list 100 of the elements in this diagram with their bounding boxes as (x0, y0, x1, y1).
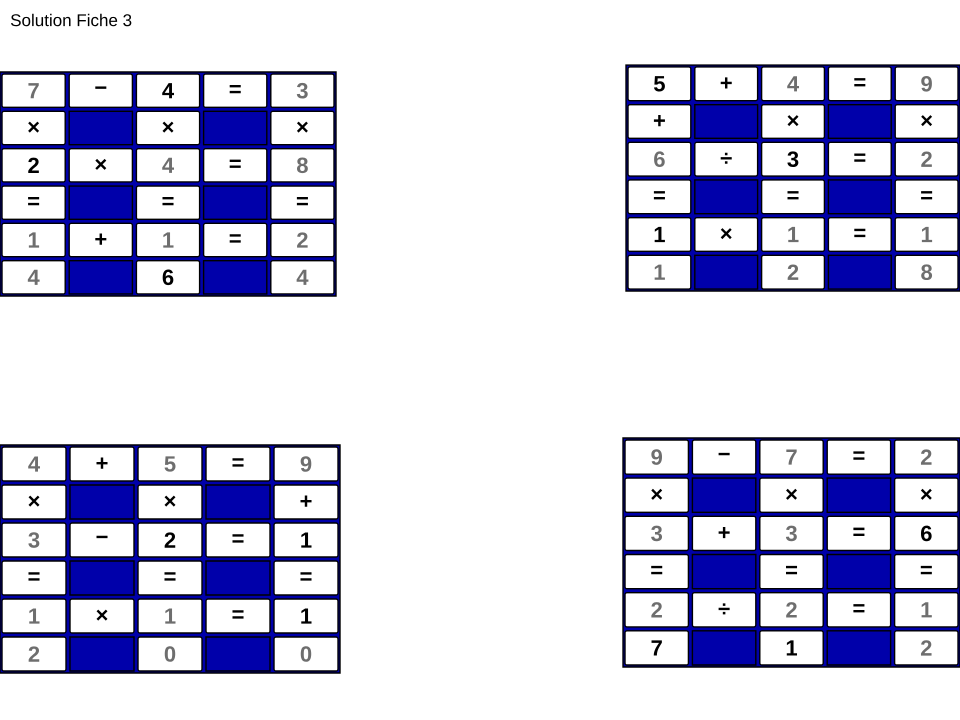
grid-cell: 1 (894, 592, 959, 628)
grid-cell: 2 (894, 630, 959, 666)
blank-cell (692, 477, 756, 513)
blank-cell (692, 630, 756, 666)
grid-cell: × (137, 484, 203, 520)
grid-cell: = (1, 560, 67, 596)
grid-cell: 4 (760, 66, 826, 102)
grid-cell: × (270, 110, 335, 146)
grid-cell: 1 (1, 598, 67, 634)
blank-cell (205, 636, 271, 672)
grid-cell: 2 (1, 636, 67, 672)
grid-cell: 2 (760, 254, 826, 290)
blank-cell (828, 179, 892, 214)
grid-cell: = (760, 179, 826, 214)
grid-cell: 2 (624, 592, 690, 628)
grid-cell: 1 (759, 630, 824, 666)
grid-cell: 0 (273, 636, 339, 672)
grid-cell: 4 (1, 446, 67, 482)
grid-cell: + (273, 484, 339, 520)
grid-cell: 1 (137, 598, 203, 634)
grid-cell: 1 (760, 216, 826, 252)
grid-cell: + (69, 446, 135, 482)
blank-cell (202, 185, 268, 220)
grid-cell: = (828, 66, 892, 102)
grid-cell: 8 (270, 148, 335, 183)
grid-cell: = (205, 598, 271, 634)
grid-cell: 4 (270, 260, 335, 295)
blank-cell (69, 636, 135, 672)
grid-cell: + (627, 104, 692, 140)
grid-cell: 2 (759, 592, 824, 628)
grid-cell: 4 (1, 260, 66, 295)
grid-cell: = (202, 222, 268, 258)
grid-cell: 1 (1, 222, 66, 258)
grid-cell: 4 (136, 148, 200, 183)
grid-cell: 9 (624, 439, 690, 475)
blank-cell (205, 484, 271, 520)
grid-cell: + (68, 222, 134, 258)
grid-cell: + (694, 66, 758, 102)
grid-cell: 2 (270, 222, 335, 258)
grid-cell: × (694, 216, 758, 252)
grid-cell: − (68, 73, 134, 108)
grid-cell: = (205, 522, 271, 558)
grid-cell: = (828, 216, 892, 252)
grid-cell: 1 (627, 216, 692, 252)
blank-cell (694, 104, 758, 140)
grid-cell: × (69, 598, 135, 634)
grid-cell: × (1, 484, 67, 520)
blank-cell (202, 260, 268, 295)
blank-cell (826, 477, 892, 513)
blank-cell (694, 254, 758, 290)
grid-cell: = (205, 446, 271, 482)
blank-cell (69, 484, 135, 520)
blank-cell (826, 554, 892, 590)
grid-cell: = (894, 554, 959, 590)
grid-cell: − (692, 439, 756, 475)
blank-cell (202, 110, 268, 146)
grid-cell: 2 (894, 439, 959, 475)
grid-cell: = (826, 516, 892, 552)
blank-cell (826, 630, 892, 666)
title: Solution Fiche 3 (10, 14, 132, 26)
grid-cell: 3 (759, 516, 824, 552)
grid-cell: 9 (894, 66, 959, 102)
grid-cell: 2 (137, 522, 203, 558)
grid-cell: = (273, 560, 339, 596)
blank-cell (692, 554, 756, 590)
grid-cell: 1 (627, 254, 692, 290)
grid-cell: = (202, 73, 268, 108)
grid-cell: 1 (273, 598, 339, 634)
grid-cell: 5 (137, 446, 203, 482)
grid-cell: 7 (624, 630, 690, 666)
grid-cell: × (68, 148, 134, 183)
blank-cell (828, 254, 892, 290)
grid-cell: + (692, 516, 756, 552)
grid-cell: 1 (136, 222, 200, 258)
grid-cell: 6 (894, 516, 959, 552)
grid-cell: 2 (1, 148, 66, 183)
grid-cell: 9 (273, 446, 339, 482)
grid-cell: 3 (760, 142, 826, 177)
grid-cell: × (624, 477, 690, 513)
grid-cell: = (137, 560, 203, 596)
grid-cell: ÷ (694, 142, 758, 177)
grid-cell: × (136, 110, 200, 146)
grid-cell: 7 (1, 73, 66, 108)
grid-cell: = (826, 592, 892, 628)
grid-cell: 0 (137, 636, 203, 672)
grid-cell: × (760, 104, 826, 140)
blank-cell (694, 179, 758, 214)
grid-cell: 5 (627, 66, 692, 102)
blank-cell (205, 560, 271, 596)
grid-cell: = (828, 142, 892, 177)
grid-cell: 3 (624, 516, 690, 552)
grid-cell: 2 (894, 142, 959, 177)
blank-cell (68, 260, 134, 295)
grid-cell: 8 (894, 254, 959, 290)
grid-cell: × (1, 110, 66, 146)
grid-cell: × (759, 477, 824, 513)
blank-cell (828, 104, 892, 140)
grid-cell: 6 (136, 260, 200, 295)
grid-cell: = (627, 179, 692, 214)
grid-cell: × (894, 104, 959, 140)
